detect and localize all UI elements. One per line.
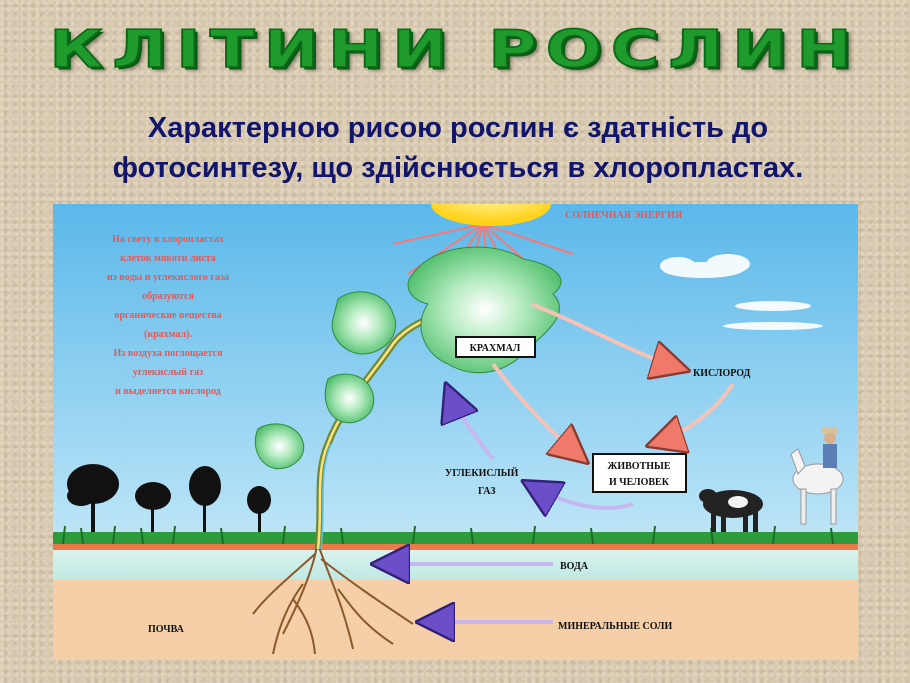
description-line: Из воздуха поглощается <box>113 348 223 359</box>
description-line: образуются <box>142 291 194 302</box>
soil-edge <box>53 544 858 550</box>
co2-label-line-1: УГЛЕКИСЛЫЙ <box>445 467 519 479</box>
slide-title: КЛІТИНИ РОСЛИН <box>48 19 861 81</box>
solar-energy-label: СОЛНЕЧНАЯ ЭНЕРГИЯ <box>565 210 683 221</box>
animals-label-line-2: И ЧЕЛОВЕК <box>609 477 670 488</box>
description-text: На свету в хлоропластах клеток мякоти ли… <box>107 234 229 397</box>
starch-label: КРАХМАЛ <box>470 343 521 354</box>
animals-box: ЖИВОТНЫЕ И ЧЕЛОВЕК <box>592 453 687 493</box>
animals-label-line-1: ЖИВОТНЫЕ <box>607 461 670 472</box>
grass-blades <box>62 525 834 545</box>
subtitle-line-2: фотосинтезу, що здійснюється в хлороплас… <box>112 152 804 184</box>
process-arrows <box>378 302 735 622</box>
oxygen-label: КИСЛОРОД <box>693 368 751 379</box>
photosynthesis-diagram: СОЛНЕЧНАЯ ЭНЕРГИЯ На свету в хлоропласта… <box>53 204 858 660</box>
grass <box>53 532 858 544</box>
trees <box>67 464 271 534</box>
co2-label-line-2: ГАЗ <box>478 486 496 497</box>
soil-label: ПОЧВА <box>148 624 185 635</box>
water-label: ВОДА <box>560 561 589 572</box>
minerals-label: МИНЕРАЛЬНЫЕ СОЛИ <box>558 621 672 632</box>
description-line: из воды и углекислого газа <box>107 272 229 283</box>
slide-subtitle: Характерною рисою рослин є здатність до … <box>18 108 898 188</box>
description-line: (крахмал). <box>144 329 192 340</box>
description-line: углекислый газ <box>133 367 203 378</box>
starch-box: КРАХМАЛ <box>455 336 536 358</box>
horse-rider-icon <box>790 428 844 525</box>
description-line: органические вещества <box>114 310 221 321</box>
cow-icon <box>699 489 763 532</box>
description-line: На свету в хлоропластах <box>112 234 224 245</box>
subtitle-line-1: Характерною рисою рослин є здатність до <box>147 112 769 144</box>
description-line: и выделяется кислород <box>115 386 221 397</box>
description-line: клеток мякоти листа <box>120 253 216 264</box>
clouds <box>660 254 823 330</box>
